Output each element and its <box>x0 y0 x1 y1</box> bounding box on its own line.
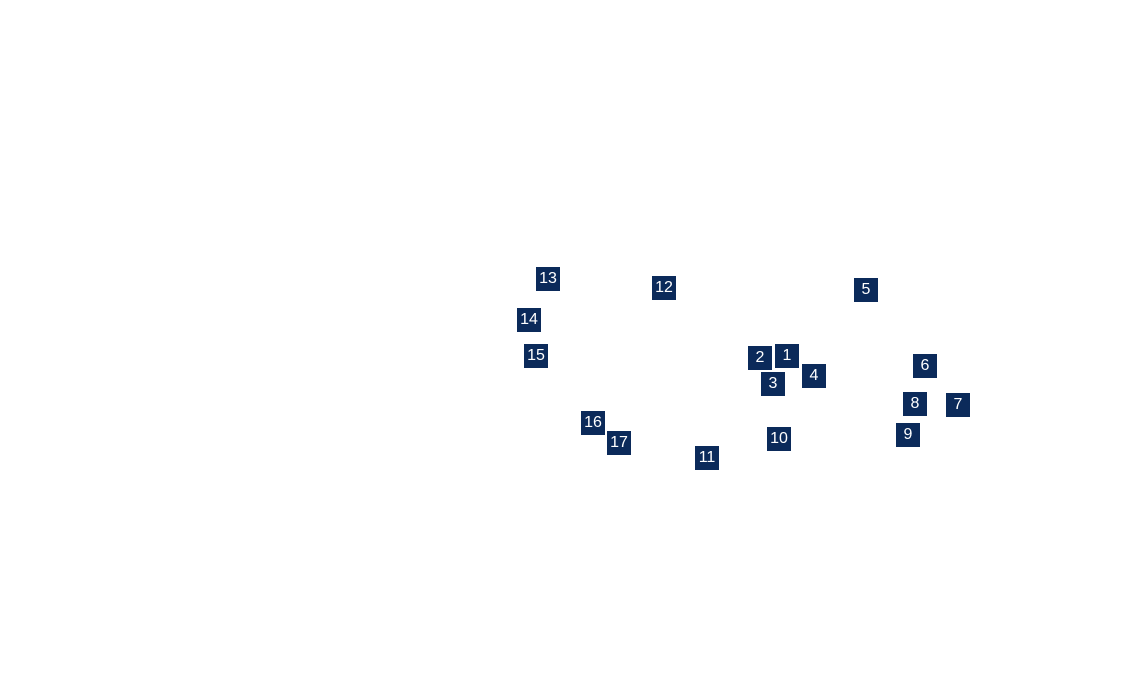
map-marker-6[interactable]: 6 <box>913 354 937 378</box>
map-marker-7[interactable]: 7 <box>946 393 970 417</box>
map-marker-11[interactable]: 11 <box>695 446 719 470</box>
map-marker-1[interactable]: 1 <box>775 344 799 368</box>
map-marker-15[interactable]: 15 <box>524 344 548 368</box>
map-marker-4[interactable]: 4 <box>802 364 826 388</box>
map-marker-13[interactable]: 13 <box>536 267 560 291</box>
map-marker-3[interactable]: 3 <box>761 372 785 396</box>
map-marker-17[interactable]: 17 <box>607 431 631 455</box>
map-marker-14[interactable]: 14 <box>517 308 541 332</box>
map-marker-9[interactable]: 9 <box>896 423 920 447</box>
map-marker-2[interactable]: 2 <box>748 346 772 370</box>
map-marker-16[interactable]: 16 <box>581 411 605 435</box>
map-marker-8[interactable]: 8 <box>903 392 927 416</box>
map-marker-12[interactable]: 12 <box>652 276 676 300</box>
map-marker-10[interactable]: 10 <box>767 427 791 451</box>
map-marker-5[interactable]: 5 <box>854 278 878 302</box>
